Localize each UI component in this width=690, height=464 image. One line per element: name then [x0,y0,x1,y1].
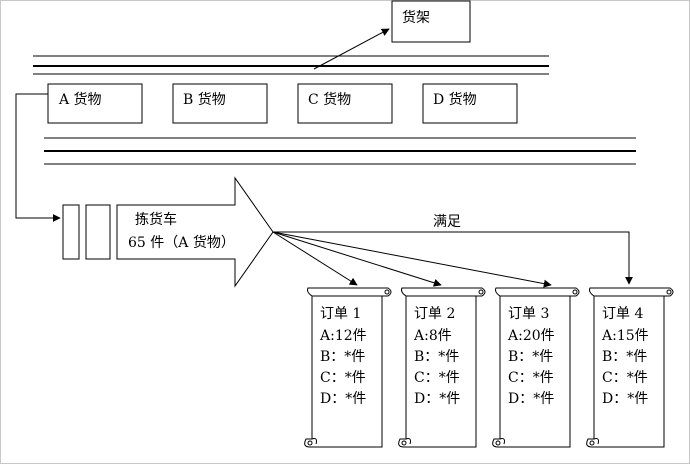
order-line: B：*件 [508,349,553,365]
cart-load: 65 件（A 货物） [128,234,235,251]
order-line: A:12件 [319,328,367,344]
goods-label-d: D 货物 [433,91,477,108]
order-line: C：*件 [320,370,366,386]
cart-bin-1 [62,204,80,260]
order-line: D：*件 [414,391,460,407]
cart-bin-2 [85,204,111,260]
order-title: 订单 1 [320,306,361,322]
order-line: D：*件 [320,391,366,407]
satisfy-label: 满足 [433,214,461,230]
order-line: C：*件 [414,370,460,386]
pick-path-arrow [15,93,61,222]
order-line: A:15件 [601,328,649,344]
shelf-label: 货架 [402,9,430,26]
order-line: C：*件 [602,370,648,386]
order-line: A:8件 [413,328,452,344]
shelf-pointer-arrow [313,28,390,70]
aisle-bottom-lines [44,137,636,165]
goods-box-b: B 货物 [172,83,268,124]
order-line: A:20件 [507,328,555,344]
order-scroll-4: 订单 4 A:15件 B：*件 C：*件 D：*件 [586,287,674,448]
order-line: B：*件 [414,349,459,365]
order-scroll-1: 订单 1 A:12件 B：*件 C：*件 D：*件 [304,287,392,448]
order-line: C：*件 [508,370,554,386]
order-line: D：*件 [508,391,554,407]
cart-title: 拣货车 [135,211,177,228]
order-line: B：*件 [320,349,365,365]
order-scrolls: 订单 1 A:12件 B：*件 C：*件 D：*件 订单 2 A:8件 B：*件 C：*件 D：*… [304,287,674,448]
goods-label-a: A 货物 [58,91,102,108]
order-line: D：*件 [602,391,648,407]
order-title: 订单 3 [508,306,549,322]
order-title: 订单 4 [602,306,643,322]
goods-label-b: B 货物 [183,91,226,108]
goods-label-c: C 货物 [308,91,351,108]
order-line: B：*件 [602,349,647,365]
order-scroll-3: 订单 3 A:20件 B：*件 C：*件 D：*件 [492,287,580,448]
picking-cart-arrow [116,176,274,288]
aisle-top-lines [33,55,549,75]
order-scroll-2: 订单 2 A:8件 B：*件 C：*件 D：*件 [398,287,486,448]
distribution-arrows [272,231,633,288]
shelf-box: 货架 [391,0,471,43]
goods-box-c: C 货物 [297,83,393,124]
goods-box-a: A 货物 [47,83,143,124]
order-title: 订单 2 [414,306,455,322]
goods-box-d: D 货物 [422,83,518,124]
